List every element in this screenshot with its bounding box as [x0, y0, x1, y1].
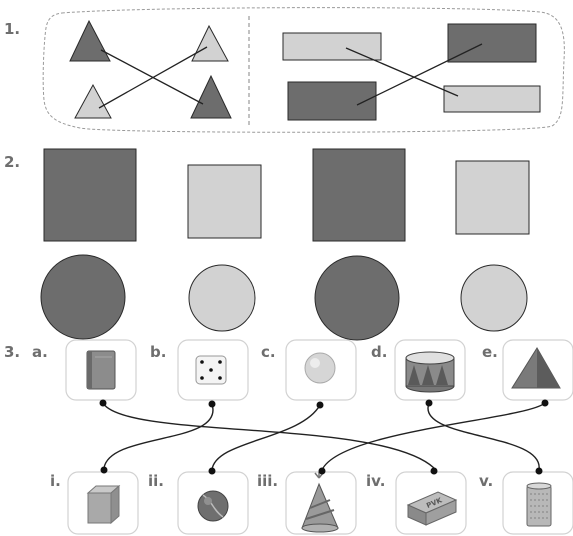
q3-match-curve-d-v [427, 402, 540, 471]
dot-d [425, 399, 433, 407]
label-i: i. [50, 472, 61, 490]
label-b: b. [150, 343, 166, 361]
light-triangle-top-right [191, 24, 229, 62]
book-icon [86, 350, 116, 390]
q1-dashed-border [42, 7, 565, 133]
q1-match-line-3 [345, 47, 459, 97]
dark-triangle-bottom-right [190, 74, 232, 119]
dark-rectangle-bottom-left [287, 81, 377, 121]
drum-icon [405, 351, 455, 393]
q3-match-curve-a-iv [102, 402, 435, 469]
label-v: v. [479, 472, 493, 490]
label-e: e. [482, 343, 498, 361]
light-triangle-bottom-left [74, 83, 112, 119]
light-rectangle-top-left [282, 32, 382, 61]
cone-icon [511, 347, 561, 389]
light-square-2 [455, 160, 530, 235]
dot-e [541, 399, 549, 407]
q3-match-curve-b-i [103, 403, 214, 469]
dot-c [316, 401, 324, 409]
ball-icon [304, 352, 336, 384]
q1-match-line-2 [98, 46, 208, 109]
label-ii: ii. [148, 472, 164, 490]
light-square-1 [187, 164, 262, 239]
light-circle-1 [188, 264, 256, 332]
dot-ii [208, 467, 216, 475]
dark-rectangle-top-right [447, 23, 537, 63]
cube-box-icon [86, 484, 121, 525]
dot-a [99, 399, 107, 407]
cricket-ball-icon [197, 490, 229, 522]
label-iv: iv. [366, 472, 385, 490]
question-2-number: 2. [4, 153, 20, 171]
label-d: d. [371, 343, 387, 361]
dark-circle-1 [40, 254, 126, 340]
label-iii: iii. [257, 472, 278, 490]
question-3-number: 3. [4, 343, 20, 361]
dustbin-icon [526, 482, 552, 527]
dark-square-2 [312, 148, 406, 242]
dark-circle-2 [314, 255, 400, 341]
dot-iii [318, 467, 326, 475]
q1-match-line-4 [356, 43, 483, 106]
label-c: c. [261, 343, 276, 361]
light-circle-2 [460, 264, 528, 332]
dice-icon [195, 355, 227, 385]
label-a: a. [32, 343, 48, 361]
dot-i [100, 466, 108, 474]
q3-match-curve-c-ii [211, 404, 321, 471]
dot-b [208, 400, 216, 408]
party-hat-icon [301, 472, 339, 533]
brick-icon: PVK [406, 491, 458, 526]
question-1-number: 1. [4, 20, 20, 38]
light-rectangle-bottom-right [443, 85, 541, 113]
dot-iv [430, 467, 438, 475]
q1-match-line-1 [100, 49, 204, 105]
dark-square-1 [43, 148, 137, 242]
q3-match-curve-e-iii [321, 402, 546, 471]
dark-triangle-top-left [69, 19, 111, 62]
dot-v [535, 467, 543, 475]
